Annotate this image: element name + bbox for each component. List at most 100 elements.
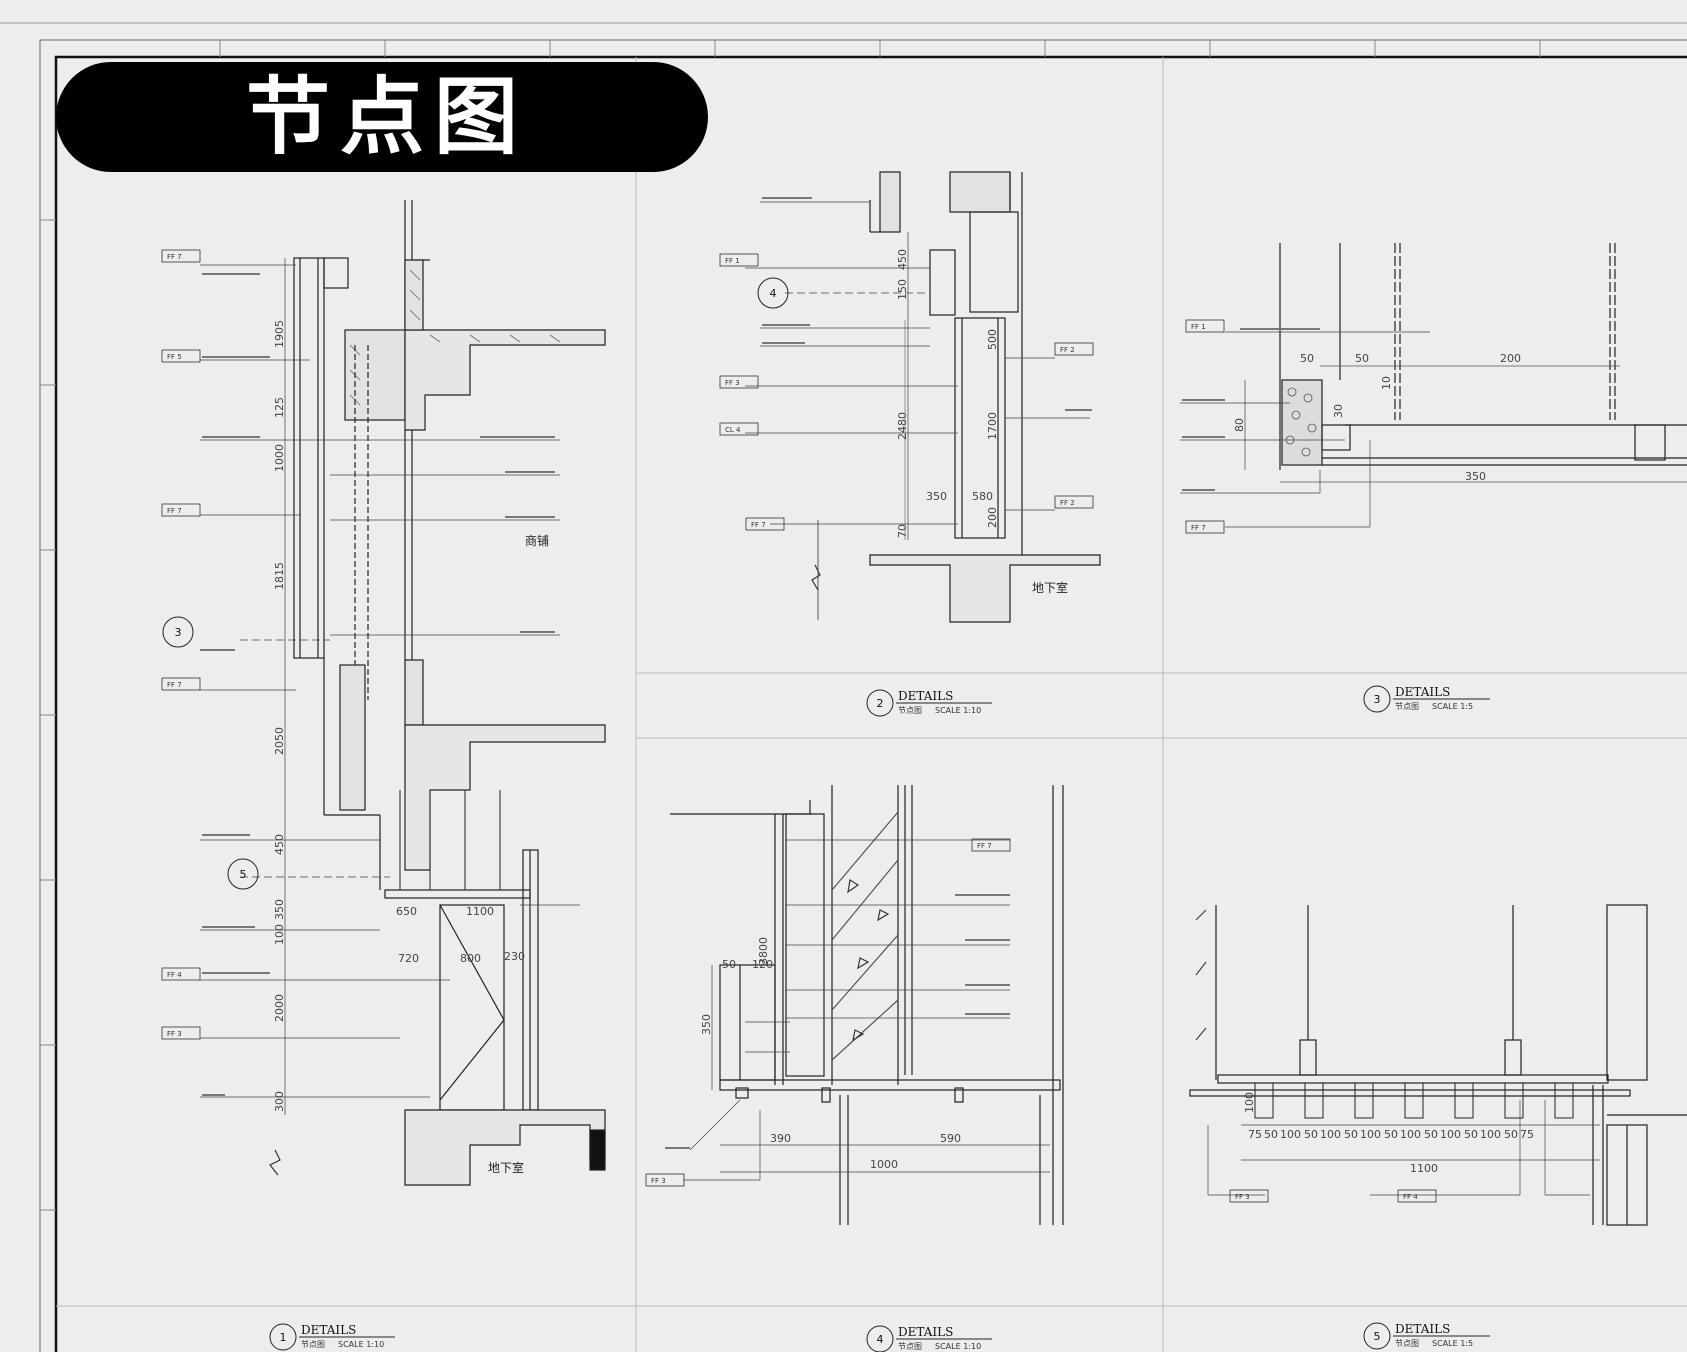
svg-text:3800: 3800 — [757, 937, 770, 965]
svg-text:80: 80 — [1233, 418, 1246, 432]
detail-2-tags: FF 1 FF 3 CL 4 FF 7 FF 2 FF 2 — [719, 253, 1094, 531]
svg-text:10: 10 — [1380, 376, 1393, 390]
detail-2 — [745, 171, 1101, 623]
dimension-label: 100 — [1440, 1128, 1461, 1141]
detail-4-dimensions: 3800 350 50 120 390 590 1000 — [700, 937, 961, 1171]
dimension-label: 75 — [1248, 1128, 1262, 1141]
svg-text:FF 3: FF 3 — [725, 379, 740, 387]
detail-2-callout-4: 4 — [757, 277, 789, 309]
svg-text:FF 7: FF 7 — [751, 521, 766, 529]
detail-4-tags: FF 7 FF 3 — [645, 838, 1011, 1187]
svg-text:SCALE 1:5: SCALE 1:5 — [1432, 702, 1473, 711]
caption-detail-2: 2 DETAILS 节点图 SCALE 1:10 — [866, 689, 992, 717]
svg-text:150: 150 — [896, 279, 909, 300]
svg-text:FF 4: FF 4 — [167, 971, 182, 979]
detail-3-tags: FF 1 FF 7 — [1185, 319, 1225, 534]
detail-1-dimensions: 1905 125 1000 1815 2050 450 350 100 2000… — [273, 320, 525, 1112]
callout-label: 4 — [770, 287, 777, 300]
svg-text:DETAILS: DETAILS — [1395, 685, 1450, 699]
svg-text:FF 7: FF 7 — [167, 507, 182, 515]
ceiling-slat — [1404, 1082, 1424, 1119]
svg-text:200: 200 — [1500, 352, 1521, 365]
svg-text:FF 1: FF 1 — [1191, 323, 1206, 331]
detail-1-tags: FF 7 FF 5 FF 7 FF 7 FF 4 FF 3 — [161, 249, 201, 1040]
svg-text:200: 200 — [986, 507, 999, 528]
dimension-label: 100 — [1320, 1128, 1341, 1141]
svg-text:DETAILS: DETAILS — [898, 689, 953, 703]
ceiling-slat — [1304, 1082, 1324, 1119]
callout-label: 5 — [240, 868, 247, 881]
svg-text:节点图: 节点图 — [898, 706, 922, 715]
svg-text:FF 2: FF 2 — [1060, 499, 1075, 507]
svg-text:节点图: 节点图 — [1395, 1339, 1419, 1348]
svg-text:1000: 1000 — [273, 444, 286, 472]
sheet-title: 节点图 — [246, 68, 529, 166]
svg-text:350: 350 — [1465, 470, 1486, 483]
svg-text:1: 1 — [280, 1331, 287, 1344]
tag: FF 3 — [161, 1026, 201, 1040]
svg-text:SCALE 1:10: SCALE 1:10 — [935, 1342, 981, 1351]
tag: FF 7 — [161, 677, 201, 691]
svg-text:350: 350 — [273, 899, 286, 920]
title-banner: 节点图 — [56, 62, 708, 172]
svg-text:720: 720 — [398, 952, 419, 965]
svg-text:100: 100 — [273, 924, 286, 945]
svg-text:FF 1: FF 1 — [725, 257, 740, 265]
svg-text:50: 50 — [1300, 352, 1314, 365]
svg-text:2: 2 — [877, 697, 884, 710]
tag: FF 7 — [745, 517, 785, 531]
room-label-basement-2: 地下室 — [1032, 580, 1068, 595]
svg-text:FF 7: FF 7 — [167, 253, 182, 261]
room-label-basement: 地下室 — [488, 1160, 524, 1175]
tag: FF 3 — [645, 1173, 685, 1187]
svg-text:2050: 2050 — [273, 727, 286, 755]
svg-text:1100: 1100 — [466, 905, 494, 918]
tag: FF 2 — [1054, 495, 1094, 509]
dimension-label: 100 — [1280, 1128, 1301, 1141]
tag: FF 3 — [1229, 1189, 1269, 1203]
tag: FF 7 — [161, 249, 201, 263]
dimension-label: 100 — [1400, 1128, 1421, 1141]
svg-text:450: 450 — [273, 834, 286, 855]
svg-text:590: 590 — [940, 1132, 961, 1145]
detail-5 — [1189, 904, 1687, 1226]
svg-text:50: 50 — [1355, 352, 1369, 365]
svg-text:FF 3: FF 3 — [1235, 1193, 1250, 1201]
svg-text:1000: 1000 — [870, 1158, 898, 1171]
svg-text:50: 50 — [722, 958, 736, 971]
svg-text:FF 7: FF 7 — [167, 681, 182, 689]
dimension-label: 50 — [1344, 1128, 1358, 1141]
dimension-label: 50 — [1304, 1128, 1318, 1141]
detail-3-dimensions: 50 50 200 10 80 30 350 — [1233, 352, 1521, 483]
svg-text:350: 350 — [700, 1014, 713, 1035]
detail-1 — [200, 200, 606, 1186]
callout-label: 3 — [175, 626, 182, 639]
svg-text:SCALE 1:10: SCALE 1:10 — [935, 706, 981, 715]
svg-text:125: 125 — [273, 397, 286, 418]
tag: FF 5 — [161, 349, 201, 363]
tag: FF 7 — [161, 503, 201, 517]
tag: FF 7 — [1185, 520, 1225, 534]
svg-text:650: 650 — [396, 905, 417, 918]
svg-text:350: 350 — [926, 490, 947, 503]
tag: FF 1 — [719, 253, 759, 267]
detail-3 — [1180, 243, 1687, 528]
svg-text:DETAILS: DETAILS — [301, 1323, 356, 1337]
svg-text:SCALE 1:5: SCALE 1:5 — [1432, 1339, 1473, 1348]
svg-text:1700: 1700 — [986, 412, 999, 440]
dimension-label: 50 — [1384, 1128, 1398, 1141]
caption-detail-4: 4 DETAILS 节点图 SCALE 1:10 — [866, 1325, 992, 1352]
tag: FF 1 — [1185, 319, 1225, 333]
sheet-border — [0, 22, 1687, 1352]
svg-text:3: 3 — [1374, 693, 1381, 706]
ceiling-slat — [1454, 1082, 1474, 1119]
svg-text:800: 800 — [460, 952, 481, 965]
svg-text:2480: 2480 — [896, 412, 909, 440]
svg-text:FF 3: FF 3 — [651, 1177, 666, 1185]
svg-text:节点图: 节点图 — [301, 1340, 325, 1349]
svg-text:230: 230 — [504, 950, 525, 963]
detail-4 — [665, 785, 1064, 1225]
